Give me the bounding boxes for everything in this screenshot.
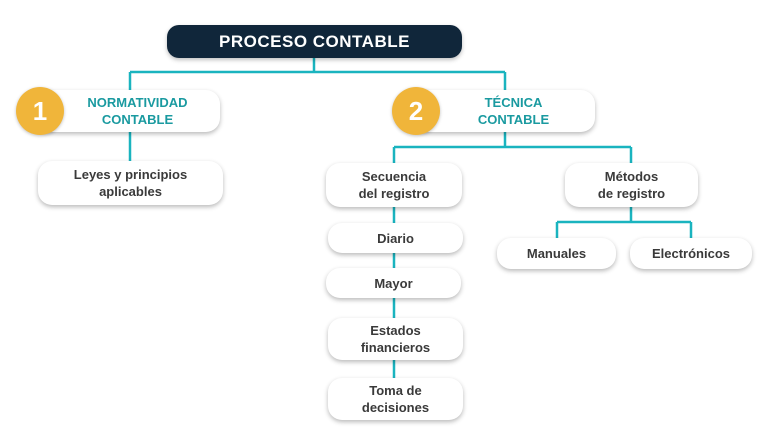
node-electronicos: Electrónicos bbox=[630, 238, 752, 269]
node-estados-financieros: Estados financieros bbox=[328, 318, 463, 360]
diagram-title: PROCESO CONTABLE bbox=[167, 25, 462, 58]
branch-1-number-badge: 1 bbox=[16, 87, 64, 135]
node-leyes-principios: Leyes y principios aplicables bbox=[38, 161, 223, 205]
branch-normatividad-contable: NORMATIVIDAD CONTABLE bbox=[35, 90, 220, 132]
branch-2-number-badge: 2 bbox=[392, 87, 440, 135]
branch-tecnica-contable: TÉCNICA CONTABLE bbox=[412, 90, 595, 132]
node-diario: Diario bbox=[328, 223, 463, 253]
node-manuales: Manuales bbox=[497, 238, 616, 269]
node-toma-decisiones: Toma de decisiones bbox=[328, 378, 463, 420]
node-secuencia-registro: Secuencia del registro bbox=[326, 163, 462, 207]
node-mayor: Mayor bbox=[326, 268, 461, 298]
node-metodos-registro: Métodos de registro bbox=[565, 163, 698, 207]
